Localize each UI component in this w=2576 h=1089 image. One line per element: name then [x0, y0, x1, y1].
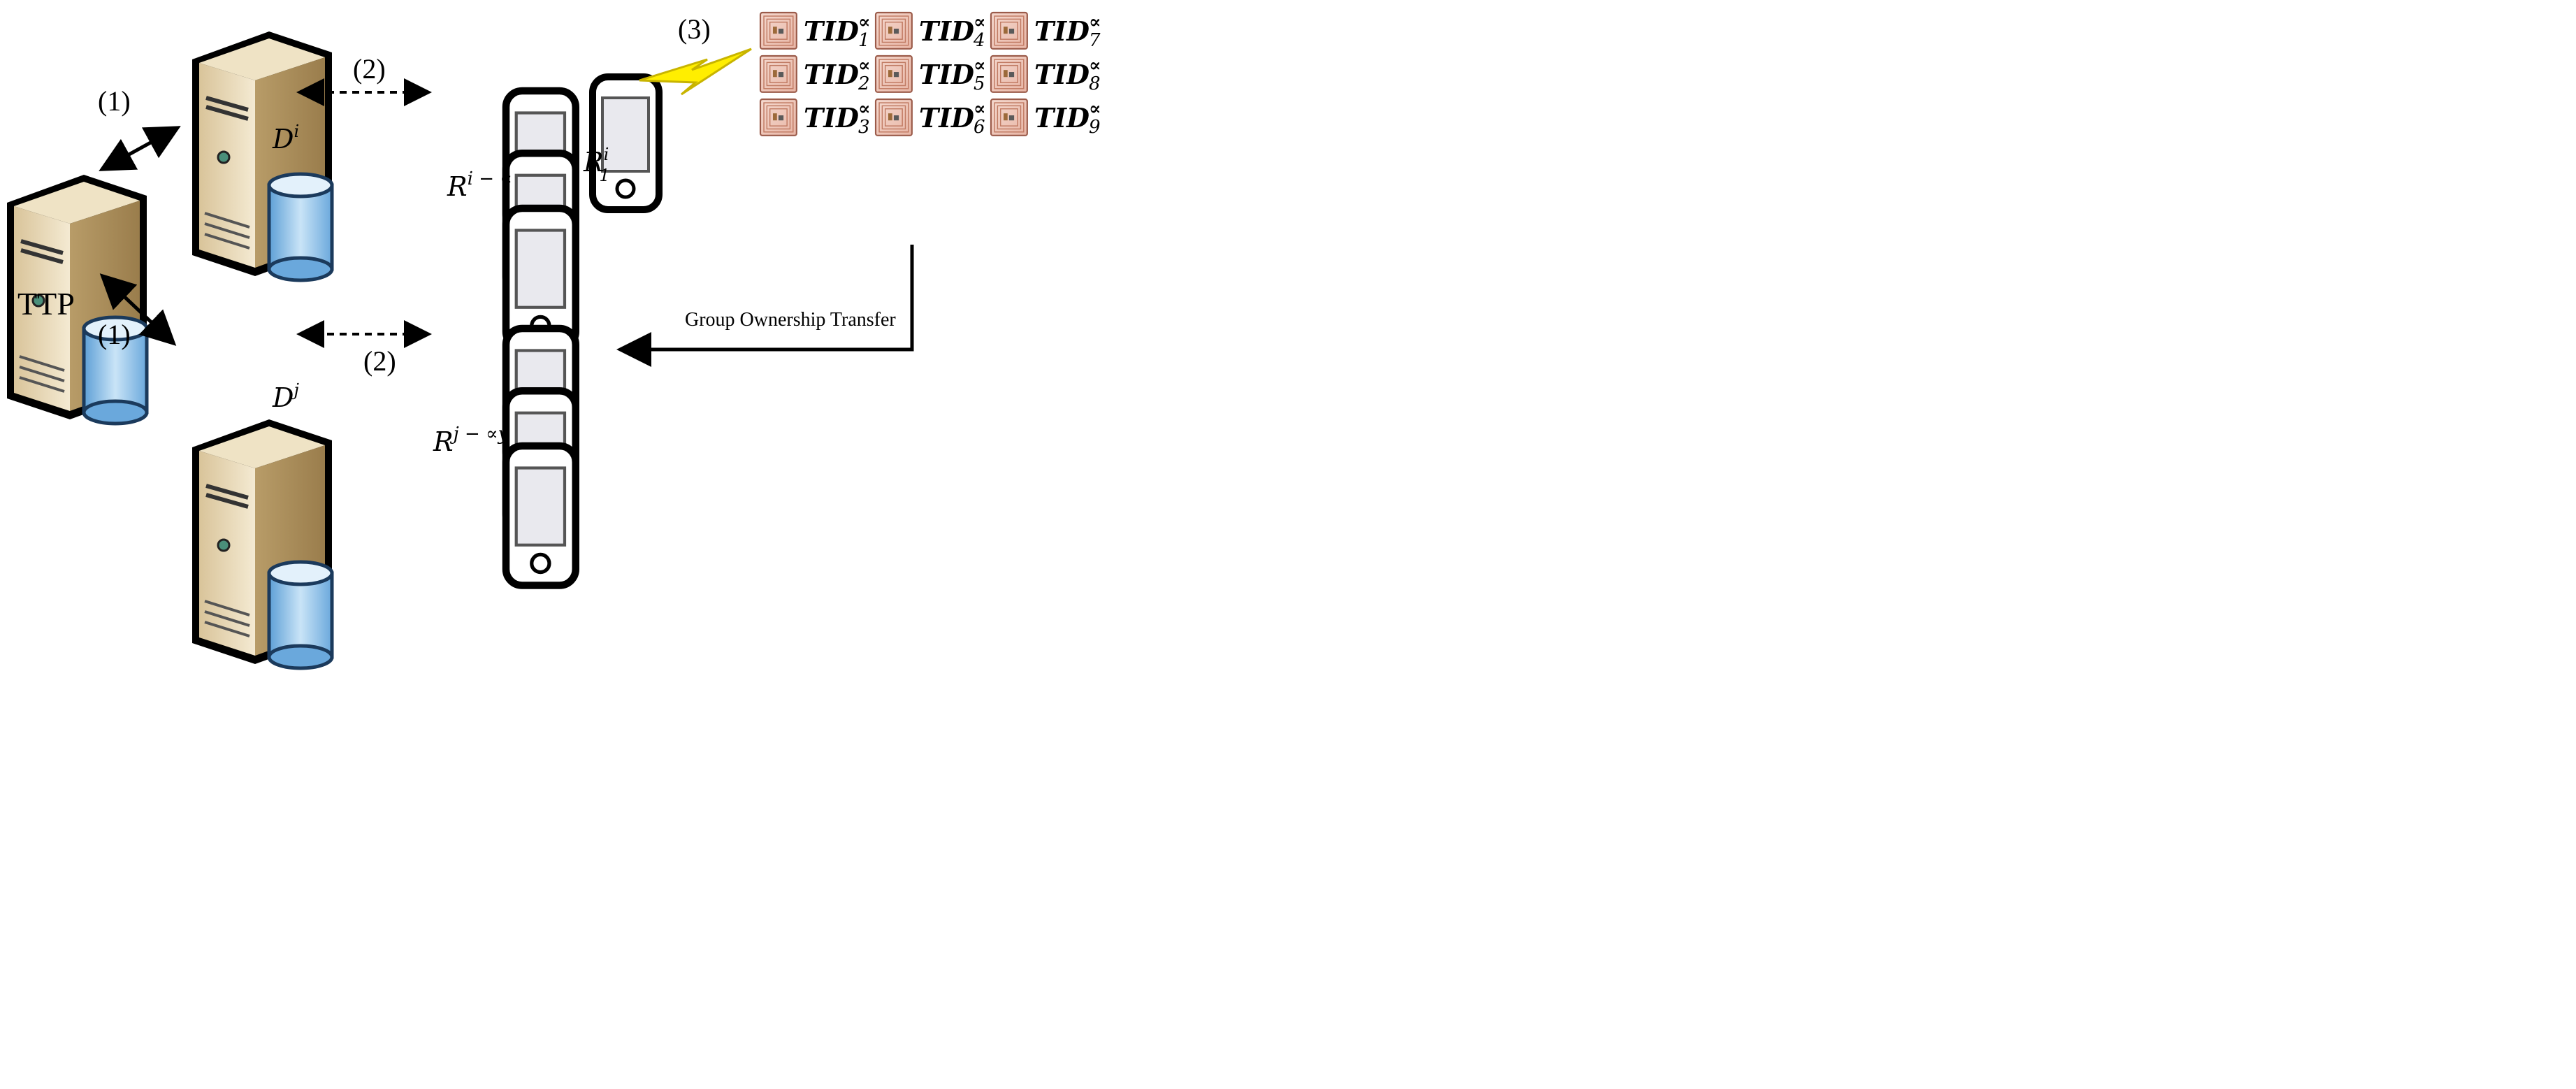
reader-group-i-icon: [506, 91, 576, 347]
ttp-label: TTP: [17, 286, 75, 322]
di-label: Di: [272, 122, 299, 154]
reader-r1-icon: [593, 77, 659, 210]
wireless-bolt-icon: [639, 48, 752, 96]
tag-superscript: ∝: [1089, 99, 1101, 120]
tag-subscript: 6: [974, 117, 985, 138]
tag-superscript: ∝: [1089, 12, 1101, 33]
tag-subscript: 9: [1089, 117, 1101, 138]
server-di-icon: [192, 31, 332, 280]
tag-id-label: TID: [1034, 59, 1090, 90]
r-i-alpha-label: Ri − ∝: [447, 168, 512, 202]
step1-top-label: (1): [98, 85, 131, 117]
step1-bottom-label: (1): [98, 319, 131, 350]
tag-id-label: TID: [804, 102, 859, 134]
tag-superscript: ∝: [974, 12, 985, 33]
tag-item: TID∝2: [759, 55, 870, 94]
tag-superscript: ∝: [858, 55, 870, 76]
tag-subscript: 8: [1089, 73, 1101, 94]
tag-id-label: TID: [1034, 102, 1090, 134]
rfid-tag-icon: [759, 11, 797, 50]
group-transfer-arrow: [616, 245, 914, 367]
r-j-gamma-label: Rj − ∝y: [433, 424, 509, 457]
tag-subscript: 1: [858, 30, 870, 51]
rfid-tag-icon: [990, 98, 1028, 136]
tag-id-label: TID: [919, 15, 974, 47]
tag-item: TID∝7: [990, 11, 1101, 51]
tag-superscript: ∝: [1089, 55, 1101, 76]
rfid-tag-icon: [874, 11, 913, 50]
tag-id-label: TID: [804, 59, 859, 90]
arrow-ttp-di: [99, 126, 181, 171]
tag-item: TID∝3: [759, 98, 870, 138]
rfid-tag-icon: [874, 55, 913, 93]
rfid-tag-icon: [874, 98, 913, 136]
tag-id-label: TID: [919, 59, 974, 90]
step2-top-label: (2): [353, 53, 386, 85]
server-dj-icon: [192, 419, 332, 668]
tag-subscript: 2: [858, 73, 870, 94]
arrow-ttp-dj: [99, 273, 177, 346]
step2-bottom-label: (2): [363, 345, 396, 377]
tag-id-label: TID: [1034, 15, 1090, 47]
tag-item: TID∝6: [874, 98, 985, 138]
rfid-tag-icon: [759, 98, 797, 136]
tag-superscript: ∝: [858, 12, 870, 33]
tag-item: TID∝5: [874, 55, 985, 94]
group-transfer-label: Group Ownership Transfer: [685, 309, 896, 331]
tag-item: TID∝1: [759, 11, 870, 51]
tag-id-label: TID: [919, 102, 974, 134]
rfid-tag-icon: [990, 55, 1028, 93]
tag-item: TID∝8: [990, 55, 1101, 94]
dj-label: Dj: [272, 380, 299, 413]
tag-subscript: 7: [1089, 30, 1101, 51]
tag-superscript: ∝: [858, 99, 870, 120]
tag-item: TID∝4: [874, 11, 985, 51]
tag-subscript: 3: [858, 117, 870, 138]
rfid-tag-icon: [990, 11, 1028, 50]
tag-item: TID∝9: [990, 98, 1101, 138]
reader-group-j-icon: [506, 329, 576, 586]
step3-label: (3): [678, 13, 711, 45]
tag-superscript: ∝: [974, 55, 985, 76]
tag-superscript: ∝: [974, 99, 985, 120]
rfid-tag-icon: [759, 55, 797, 93]
tag-subscript: 4: [973, 30, 985, 51]
tag-id-label: TID: [804, 15, 859, 47]
tag-subscript: 5: [974, 73, 985, 94]
